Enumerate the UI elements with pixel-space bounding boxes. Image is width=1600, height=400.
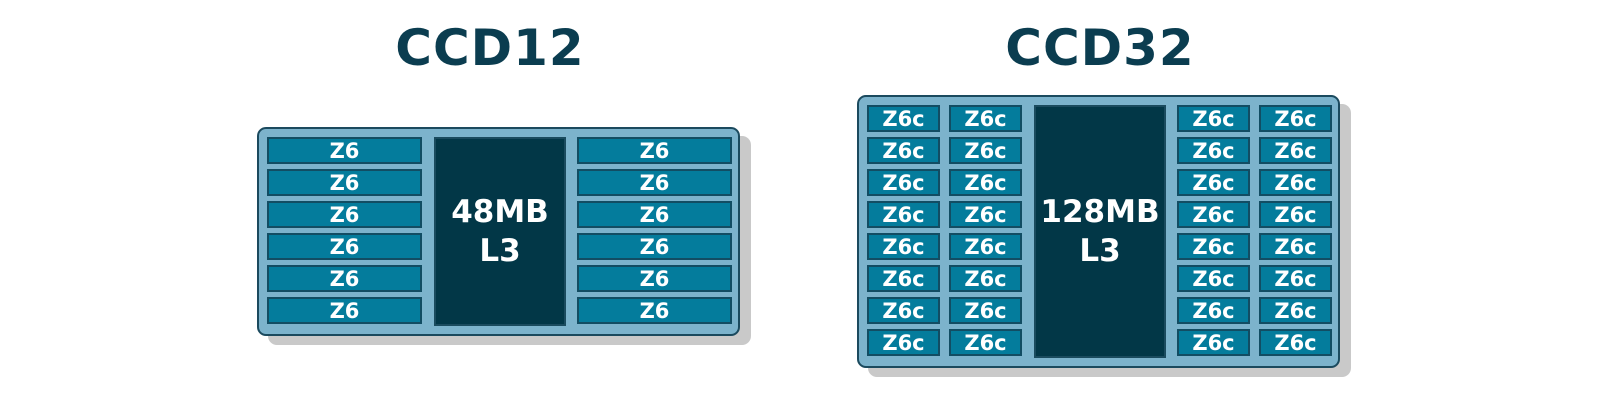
ccd12-core: Z6 bbox=[267, 137, 422, 164]
ccd32-core: Z6c bbox=[1177, 201, 1250, 228]
ccd32-core: Z6c bbox=[1259, 329, 1332, 356]
ccd32-core: Z6c bbox=[949, 329, 1022, 356]
ccd32-core: Z6c bbox=[1259, 297, 1332, 324]
ccd12-core: Z6 bbox=[267, 201, 422, 228]
ccd32-core: Z6c bbox=[1259, 169, 1332, 196]
ccd12-l3-size: 48MB bbox=[451, 193, 549, 230]
ccd32-core: Z6c bbox=[1177, 297, 1250, 324]
ccd32-l3-level: L3 bbox=[1079, 232, 1121, 269]
ccd32-core: Z6c bbox=[1177, 137, 1250, 164]
ccd32-title: CCD32 bbox=[1005, 19, 1195, 77]
ccd32-core: Z6c bbox=[867, 297, 940, 324]
ccd32-core: Z6c bbox=[949, 265, 1022, 292]
ccd32-core: Z6c bbox=[867, 201, 940, 228]
ccd32-core: Z6c bbox=[867, 265, 940, 292]
ccd32-core: Z6c bbox=[1177, 329, 1250, 356]
ccd12-title: CCD12 bbox=[395, 19, 585, 77]
ccd32-core: Z6c bbox=[949, 201, 1022, 228]
ccd12-l3-cache: 48MB L3 bbox=[434, 137, 566, 326]
ccd32-core: Z6c bbox=[949, 233, 1022, 260]
ccd12-core: Z6 bbox=[267, 297, 422, 324]
ccd32-core: Z6c bbox=[867, 329, 940, 356]
ccd32-core: Z6c bbox=[867, 169, 940, 196]
ccd32-core: Z6c bbox=[867, 105, 940, 132]
ccd12-core: Z6 bbox=[267, 265, 422, 292]
ccd12-core: Z6 bbox=[267, 233, 422, 260]
ccd32-core: Z6c bbox=[1259, 105, 1332, 132]
ccd32-core: Z6c bbox=[949, 105, 1022, 132]
ccd12-core: Z6 bbox=[577, 169, 732, 196]
ccd12-core: Z6 bbox=[577, 297, 732, 324]
ccd12-core: Z6 bbox=[577, 201, 732, 228]
ccd12-core: Z6 bbox=[267, 169, 422, 196]
ccd12-core: Z6 bbox=[577, 265, 732, 292]
ccd32-core: Z6c bbox=[1259, 201, 1332, 228]
ccd32-core: Z6c bbox=[1177, 105, 1250, 132]
ccd32-core: Z6c bbox=[1259, 233, 1332, 260]
ccd32-core: Z6c bbox=[867, 233, 940, 260]
ccd12-core: Z6 bbox=[577, 233, 732, 260]
ccd32-l3-size: 128MB bbox=[1040, 193, 1160, 230]
ccd12-l3-level: L3 bbox=[479, 232, 521, 269]
ccd32-l3-cache: 128MB L3 bbox=[1034, 105, 1166, 358]
ccd32-core: Z6c bbox=[1177, 265, 1250, 292]
ccd32-core: Z6c bbox=[1259, 265, 1332, 292]
ccd32-core: Z6c bbox=[949, 297, 1022, 324]
ccd32-core: Z6c bbox=[867, 137, 940, 164]
ccd32-core: Z6c bbox=[949, 137, 1022, 164]
ccd32-core: Z6c bbox=[949, 169, 1022, 196]
ccd12-core: Z6 bbox=[577, 137, 732, 164]
ccd32-core: Z6c bbox=[1177, 169, 1250, 196]
ccd32-core: Z6c bbox=[1259, 137, 1332, 164]
ccd32-core: Z6c bbox=[1177, 233, 1250, 260]
